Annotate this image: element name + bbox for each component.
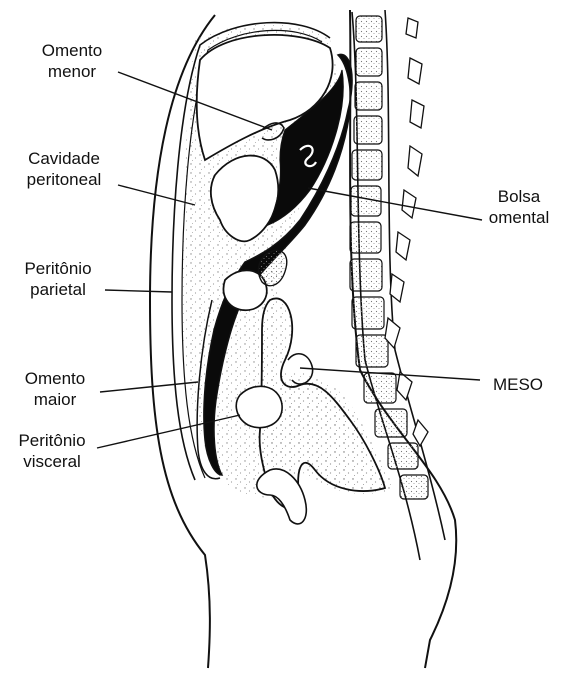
intestinal-loop [236, 386, 282, 427]
label-meso: MESO [482, 374, 554, 395]
